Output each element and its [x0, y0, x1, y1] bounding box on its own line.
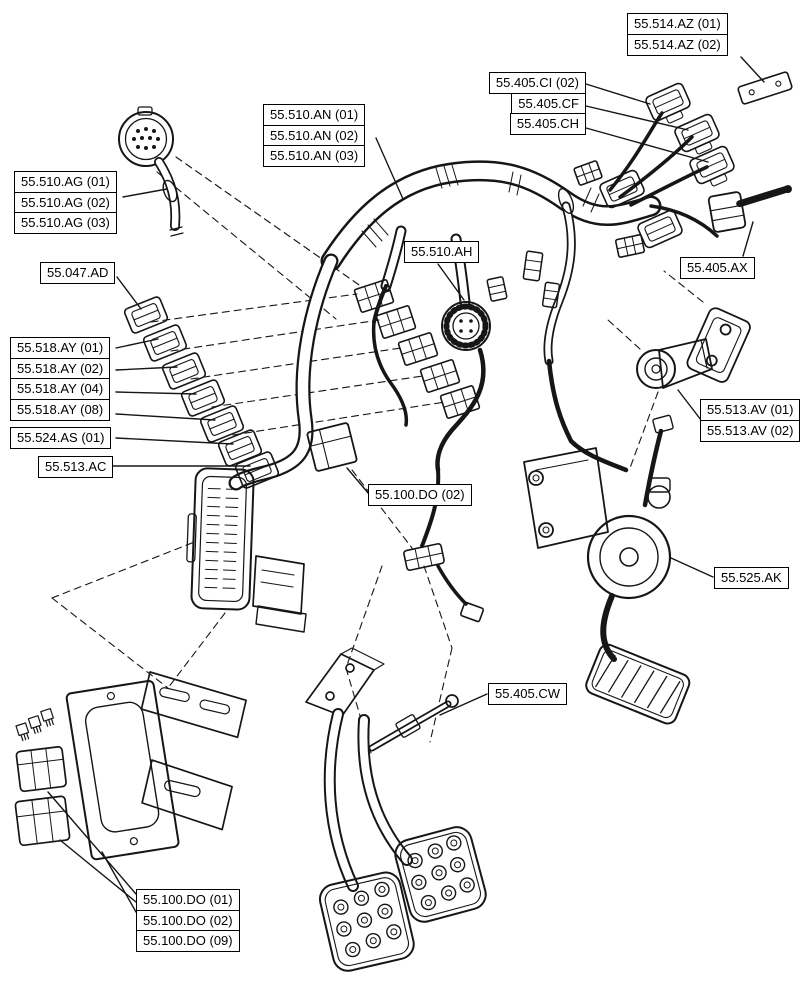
part-label-55-518-AY-01[interactable]: 55.518.AY (01)	[10, 337, 111, 359]
brake-pad-left	[318, 871, 415, 972]
ecu-bracket	[252, 555, 307, 633]
tape-bands	[361, 164, 600, 248]
part-label-55-405-AX[interactable]: 55.405.AX	[680, 257, 755, 279]
relay-box	[306, 422, 358, 472]
part-label-55-518-AY-04[interactable]: 55.518.AY (04)	[10, 378, 111, 400]
az-plate	[737, 71, 793, 105]
part-label-55-513-AC[interactable]: 55.513.AC	[38, 456, 114, 478]
fuse-relay-blocks	[14, 707, 71, 847]
throttle-pedal-assembly	[523, 414, 691, 725]
round-connector-mid	[441, 301, 491, 351]
pin-combs	[15, 707, 54, 742]
part-label-55-100-DO-01[interactable]: 55.100.DO (01)	[136, 889, 240, 911]
part-label-55-100-DO-09[interactable]: 55.100.DO (09)	[136, 930, 240, 952]
pedal-bracket	[305, 647, 385, 717]
part-label-55-405-CF[interactable]: 55.405.CF	[511, 92, 586, 115]
rocker-switches	[123, 296, 280, 489]
small-connectors-mid	[486, 250, 561, 309]
part-label-55-510-AN-02[interactable]: 55.510.AN (02)	[263, 124, 366, 147]
part-label-55-405-CI-02[interactable]: 55.405.CI (02)	[488, 72, 586, 94]
brake-pad-right	[394, 826, 487, 923]
callout-55-510-AG: 55.510.AG (01) 55.510.AG (02) 55.510.AG …	[14, 171, 117, 234]
part-label-55-405-CH[interactable]: 55.405.CH	[509, 113, 586, 135]
part-label-55-514-AZ-01[interactable]: 55.514.AZ (01)	[627, 13, 728, 35]
part-label-55-513-AV-01[interactable]: 55.513.AV (01)	[700, 399, 801, 421]
part-label-55-510-AN-03[interactable]: 55.510.AN (03)	[263, 145, 366, 167]
callout-55-510-AN: 55.510.AN (01) 55.510.AN (02) 55.510.AN …	[263, 104, 366, 167]
mount-bracket	[65, 671, 247, 861]
callout-55-518-AY: 55.518.AY (01) 55.518.AY (02) 55.518.AY …	[10, 337, 111, 421]
connector-mid-low	[403, 543, 485, 623]
part-label-55-525-AK[interactable]: 55.525.AK	[714, 567, 789, 589]
callout-55-047-AD: 55.047.AD	[40, 262, 116, 284]
ecu-connector	[186, 467, 255, 611]
callout-55-100-DO-bottom: 55.100.DO (01) 55.100.DO (02) 55.100.DO …	[136, 889, 240, 952]
pushrod	[368, 694, 459, 752]
ak-pedal-pad	[585, 643, 691, 725]
part-label-55-518-AY-02[interactable]: 55.518.AY (02)	[10, 357, 111, 380]
callout-55-513-AV: 55.513.AV (01) 55.513.AV (02)	[700, 399, 801, 442]
ak-bracket	[523, 447, 609, 549]
av-bracket	[686, 307, 751, 383]
part-label-55-510-AG-01[interactable]: 55.510.AG (01)	[14, 171, 117, 193]
leader-lines	[47, 56, 765, 913]
part-label-55-100-DO-02[interactable]: 55.100.DO (02)	[136, 909, 240, 932]
part-label-55-047-AD[interactable]: 55.047.AD	[40, 262, 116, 284]
ak-motor	[586, 414, 674, 600]
part-label-55-510-AN-01[interactable]: 55.510.AN (01)	[263, 104, 366, 126]
top-right-switches	[573, 82, 735, 258]
round-connector	[118, 106, 184, 237]
part-label-55-510-AG-03[interactable]: 55.510.AG (03)	[14, 212, 117, 234]
callout-55-100-DO-02-mid: 55.100.DO (02)	[368, 484, 472, 506]
brake-switch-cylinder	[636, 338, 713, 389]
callout-55-405-CI-CF-CH: 55.405.CI (02) 55.405.CF 55.405.CH	[488, 72, 586, 135]
part-label-55-513-AV-02[interactable]: 55.513.AV (02)	[700, 419, 801, 442]
callout-55-405-AX: 55.405.AX	[680, 257, 755, 279]
part-label-55-524-AS-01[interactable]: 55.524.AS (01)	[10, 427, 112, 449]
callout-55-513-AC: 55.513.AC	[38, 456, 114, 478]
callout-55-510-AH: 55.510.AH	[404, 241, 480, 263]
alignment-dash-lines	[51, 156, 704, 754]
harness-trunk	[228, 111, 719, 548]
part-label-55-405-CW[interactable]: 55.405.CW	[488, 683, 568, 705]
part-label-55-510-AH[interactable]: 55.510.AH	[404, 241, 480, 263]
part-label-55-514-AZ-02[interactable]: 55.514.AZ (02)	[627, 33, 728, 56]
connector-grids	[353, 279, 481, 419]
part-label-55-100-DO-02-mid[interactable]: 55.100.DO (02)	[368, 484, 472, 506]
part-label-55-518-AY-08[interactable]: 55.518.AY (08)	[10, 398, 111, 421]
callout-55-405-CW: 55.405.CW	[488, 683, 568, 705]
callout-55-525-AK: 55.525.AK	[714, 567, 789, 589]
lever-switch	[707, 185, 792, 233]
brake-pedal-assembly	[305, 647, 487, 972]
callout-55-514-AZ: 55.514.AZ (01) 55.514.AZ (02)	[627, 13, 728, 56]
callout-55-524-AS: 55.524.AS (01)	[10, 427, 112, 449]
part-label-55-510-AG-02[interactable]: 55.510.AG (02)	[14, 191, 117, 214]
